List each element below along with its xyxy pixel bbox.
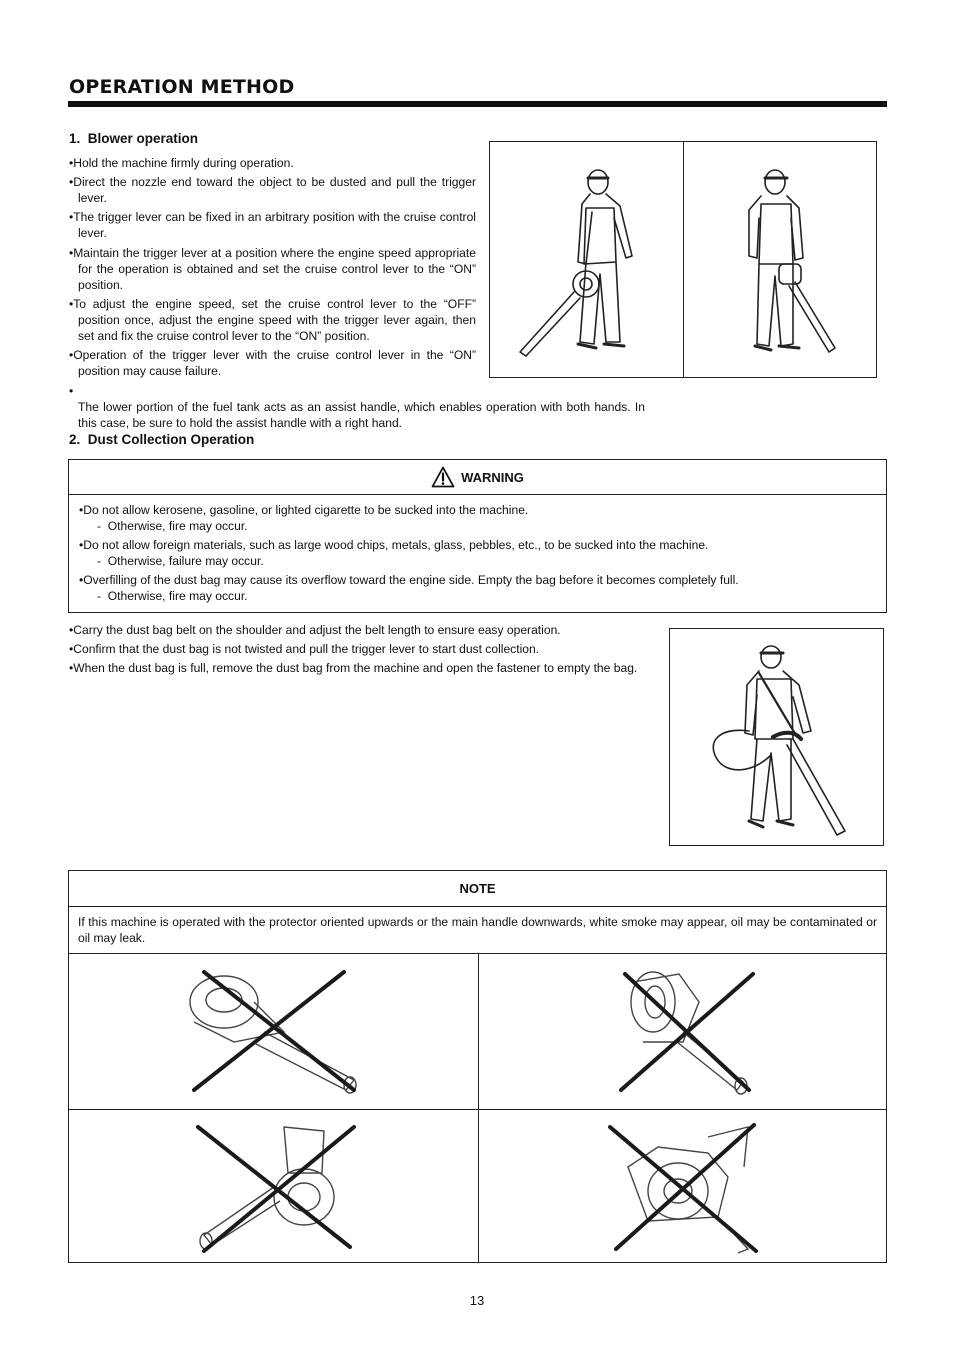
title-rule [68, 101, 887, 107]
warning-item: Overfilling of the dust bag may cause it… [79, 572, 876, 588]
blower-bullet-wide-start: The lower portion of the fuel tank acts … [69, 383, 645, 431]
section-heading-dust: 2. Dust Collection Operation [69, 432, 255, 447]
operator-left-figure [490, 142, 684, 377]
dust-collection-illustration [669, 628, 884, 846]
page-number: 13 [469, 1293, 485, 1308]
operator-with-dust-bag-icon [712, 644, 846, 836]
list-item: Maintain the trigger lever at a position… [69, 245, 476, 293]
crossed-out-blower-icon [195, 1124, 356, 1253]
dust-bullet-list: Carry the dust bag belt on the shoulder … [69, 622, 647, 680]
note-header: NOTE [69, 871, 886, 907]
warning-body: Do not allow kerosene, gasoline, or ligh… [69, 495, 886, 604]
prohibited-orientation-1 [69, 954, 478, 1109]
list-item: When the dust bag is full, remove the du… [69, 660, 647, 676]
warning-label: WARNING [461, 469, 524, 485]
operator-with-blower-side-icon [748, 169, 836, 353]
list-item: Carry the dust bag belt on the shoulder … [69, 622, 647, 638]
warning-consequence: - Otherwise, fire may occur. [97, 589, 248, 603]
operator-with-blower-icon [518, 169, 633, 357]
prohibited-orientations-grid [69, 954, 887, 1263]
prohibited-orientation-2 [478, 954, 887, 1109]
crossed-out-blower-icon [188, 969, 357, 1094]
list-item: Hold the machine firmly during operation… [69, 155, 476, 171]
list-item: Direct the nozzle end toward the object … [69, 174, 476, 206]
list-item: The lower portion of the fuel tank acts … [69, 383, 645, 431]
prohibited-orientation-3 [69, 1109, 478, 1263]
note-text: If this machine is operated with the pro… [69, 907, 886, 954]
note-box: NOTE If this machine is operated with th… [68, 870, 887, 1263]
warning-triangle-icon [431, 466, 455, 488]
warning-item: Do not allow foreign materials, such as … [79, 537, 876, 553]
prohibited-orientation-4 [478, 1109, 887, 1263]
operator-right-figure [684, 142, 876, 377]
list-item: Operation of the trigger lever with the … [69, 347, 476, 379]
list-item: The trigger lever can be fixed in an arb… [69, 209, 476, 241]
assist-handle-text: The lower portion of the fuel tank acts … [78, 400, 645, 430]
warning-item: Do not allow kerosene, gasoline, or ligh… [79, 502, 876, 518]
list-item: Confirm that the dust bag is not twisted… [69, 641, 647, 657]
blower-operation-illustration [489, 141, 877, 378]
blower-bullet-list: Hold the machine firmly during operation… [69, 155, 476, 382]
warning-consequence: - Otherwise, failure may occur. [97, 554, 264, 568]
warning-consequence: - Otherwise, fire may occur. [97, 519, 248, 533]
list-item: To adjust the engine speed, set the crui… [69, 296, 476, 344]
warning-box: WARNING Do not allow kerosene, gasoline,… [68, 459, 887, 613]
crossed-out-blower-icon [608, 1122, 758, 1254]
section-heading-blower: 1. Blower operation [69, 131, 199, 146]
crossed-out-blower-icon [619, 970, 755, 1095]
page-title: OPERATION METHOD [69, 76, 295, 98]
warning-header: WARNING [69, 460, 886, 495]
